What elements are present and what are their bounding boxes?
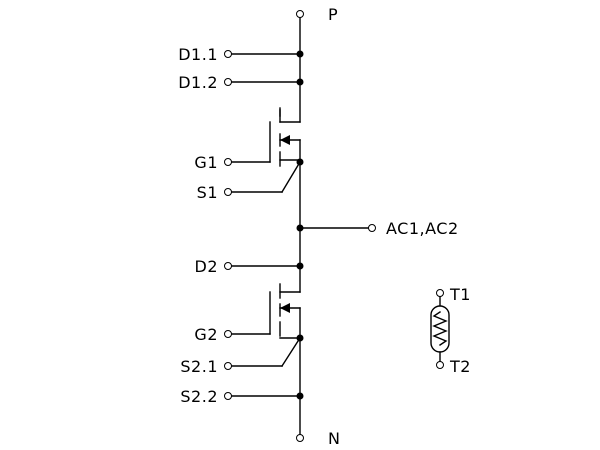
label-g1: G1 [194, 153, 218, 172]
label-s2-1: S2.1 [180, 357, 218, 376]
junction-dots [296, 50, 304, 400]
label-d2: D2 [195, 257, 219, 276]
terminal-circles [224, 10, 376, 442]
label-ac: AC1,AC2 [386, 219, 459, 238]
label-s2-2: S2.2 [180, 387, 218, 406]
label-t2: T2 [449, 357, 471, 376]
label-p: P [328, 5, 338, 24]
label-n: N [328, 429, 340, 448]
mosfet-q2-symbol [227, 283, 301, 367]
label-g2: G2 [194, 325, 218, 344]
thermistor-symbol [430, 289, 450, 369]
label-d1-2: D1.2 [178, 73, 218, 92]
mosfet-q1-symbol [227, 107, 301, 193]
label-d1-1: D1.1 [178, 45, 218, 64]
label-t1: T1 [449, 285, 471, 304]
label-s1: S1 [197, 183, 218, 202]
terminal-wires [231, 53, 369, 397]
